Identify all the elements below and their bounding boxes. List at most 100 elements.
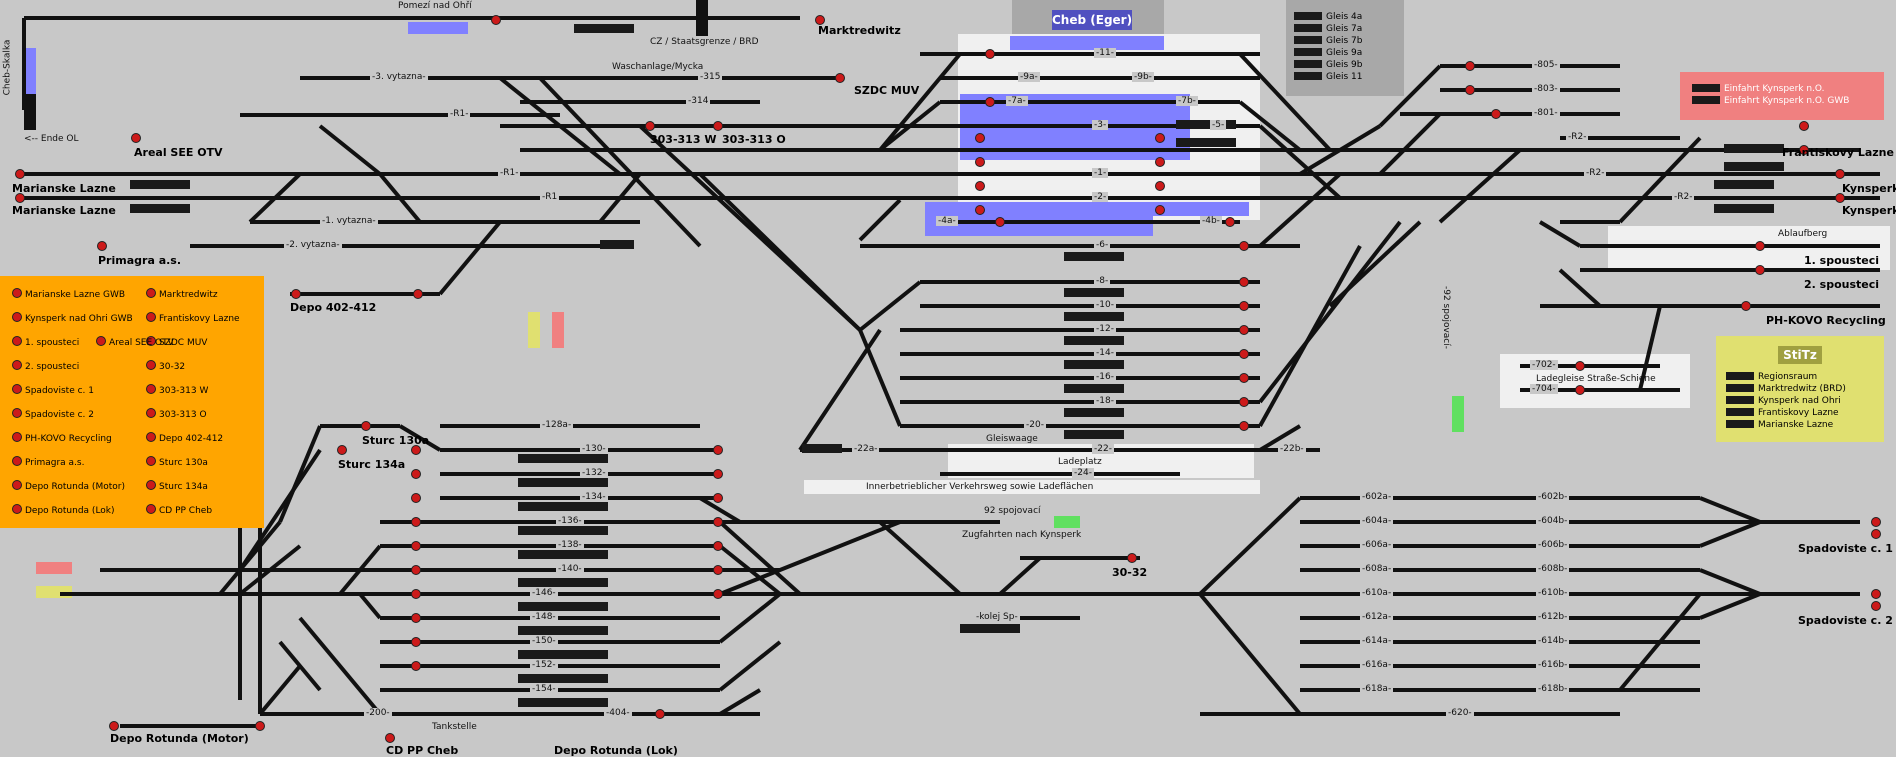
dest-spousteci-1[interactable]: 1. spousteci [1804, 254, 1880, 267]
signal-legend-entry[interactable]: Marianske Lazne GWB [12, 288, 125, 300]
legend-entry[interactable]: Gleis 9b [1294, 60, 1363, 70]
track-label[interactable]: -616a- [1360, 660, 1394, 670]
track-label[interactable]: -2- [1092, 192, 1109, 202]
signal-legend-entry[interactable]: 303-313 W [146, 384, 208, 396]
track-label[interactable]: -602a- [1360, 492, 1394, 502]
legend-entry[interactable]: Kynsperk nad Ohri [1726, 396, 1841, 406]
track-label[interactable]: -10- [1094, 300, 1116, 310]
dest-pomezi[interactable]: Pomezí nad Ohří [398, 1, 472, 11]
track-label[interactable]: -606a- [1360, 540, 1394, 550]
dest-frantiskovy[interactable]: Frantiskovy Lazne [1782, 146, 1894, 159]
track-label[interactable]: -128a- [540, 420, 574, 430]
track-label[interactable]: -3. vytazna- [370, 72, 428, 82]
track-label[interactable]: -kolej Sp- [974, 612, 1020, 622]
signal-legend-entry[interactable]: 1. spousteci [12, 336, 79, 348]
track-label[interactable]: -608b- [1536, 564, 1570, 574]
legend-entry[interactable]: Gleis 7b [1294, 36, 1363, 46]
legend-entry[interactable]: Einfahrt Kynsperk n.O. [1692, 84, 1825, 94]
track-label[interactable]: -24- [1072, 468, 1094, 478]
track-label[interactable]: -4b- [1200, 216, 1222, 226]
track-label[interactable]: -11- [1094, 48, 1116, 58]
track-label[interactable]: -150- [530, 636, 558, 646]
track-label[interactable]: -620- [1446, 708, 1474, 718]
signal-legend-entry[interactable]: Kynsperk nad Ohri GWB [12, 312, 133, 324]
track-label[interactable]: -404- [604, 708, 632, 718]
dest-sturc-130a[interactable]: Sturc 130a [362, 434, 430, 447]
track-label[interactable]: -200- [364, 708, 392, 718]
dest-szdc-muv[interactable]: SZDC MUV [854, 84, 920, 97]
track-label[interactable]: -18- [1094, 396, 1116, 406]
track-label[interactable]: -12- [1094, 324, 1116, 334]
signal-legend-entry[interactable]: Frantiskovy Lazne [146, 312, 240, 324]
track-label[interactable]: -R2- [1672, 192, 1695, 202]
dest-areal[interactable]: Areal SEE OTV [134, 146, 223, 159]
dest-depo402[interactable]: Depo 402-412 [290, 301, 377, 314]
track-label[interactable]: -2. vytazna- [284, 240, 342, 250]
track-label[interactable]: -22b- [1278, 444, 1306, 454]
track-label[interactable]: -6- [1094, 240, 1111, 250]
dest-sturc-134a[interactable]: Sturc 134a [338, 458, 406, 471]
track-label[interactable]: -22- [1092, 444, 1114, 454]
signal-legend-entry[interactable]: Primagra a.s. [12, 456, 84, 468]
signal-legend-entry[interactable]: Areal SEE OTV [96, 336, 174, 348]
track-label[interactable]: -7b- [1176, 96, 1198, 106]
track-label[interactable]: -152- [530, 660, 558, 670]
signal-legend-entry[interactable]: Spadoviste c. 1 [12, 384, 94, 396]
track-label[interactable]: -14- [1094, 348, 1116, 358]
track-label[interactable]: -616b- [1536, 660, 1570, 670]
track-label[interactable]: -315 [698, 72, 723, 82]
signal-legend-entry[interactable]: Depo Rotunda (Motor) [12, 480, 125, 492]
track-label[interactable]: -618a- [1360, 684, 1394, 694]
legend-entry[interactable]: Frantiskovy Lazne [1726, 408, 1839, 418]
signal-legend-entry[interactable]: 303-313 O [146, 408, 207, 420]
signal-legend-entry[interactable]: Spadoviste c. 2 [12, 408, 94, 420]
legend-entry[interactable]: Gleis 9a [1294, 48, 1362, 58]
track-label[interactable]: -140- [556, 564, 584, 574]
legend-entry[interactable]: Gleis 11 [1294, 72, 1363, 82]
legend-entry[interactable]: Gleis 7a [1294, 24, 1362, 34]
dest-cd-pp[interactable]: CD PP Cheb [386, 744, 459, 757]
signal-legend-entry[interactable]: CD PP Cheb [146, 504, 212, 516]
legend-entry[interactable]: Marktredwitz (BRD) [1726, 384, 1846, 394]
track-label[interactable]: -148- [530, 612, 558, 622]
track-label[interactable]: -702- [1530, 360, 1558, 370]
signal-legend-entry[interactable]: PH-KOVO Recycling [12, 432, 112, 444]
track-label[interactable]: -604b- [1536, 516, 1570, 526]
track-label[interactable]: -618b- [1536, 684, 1570, 694]
track-label[interactable]: -612a- [1360, 612, 1394, 622]
track-label[interactable]: -R1- [448, 109, 471, 119]
track-label[interactable]: -314 [686, 96, 711, 106]
dest-depo-motor[interactable]: Depo Rotunda (Motor) [110, 732, 249, 745]
track-label[interactable]: -R2- [1566, 132, 1589, 142]
dest-30-32[interactable]: 30-32 [1112, 566, 1148, 579]
track-label[interactable]: -608a- [1360, 564, 1394, 574]
track-label[interactable]: -20- [1024, 420, 1046, 430]
track-label[interactable]: -8- [1094, 276, 1111, 286]
dest-primagra[interactable]: Primagra a.s. [98, 254, 182, 267]
track-label[interactable]: -9a- [1018, 72, 1040, 82]
signal-legend-entry[interactable]: Depo 402-412 [146, 432, 223, 444]
dest-spadoviste-2[interactable]: Spadoviste c. 2 [1798, 614, 1893, 627]
track-label[interactable]: -612b- [1536, 612, 1570, 622]
track-label[interactable]: -610b- [1536, 588, 1570, 598]
track-label[interactable]: -805- [1532, 60, 1560, 70]
track-label[interactable]: -9b- [1132, 72, 1154, 82]
track-label[interactable]: -16- [1094, 372, 1116, 382]
track-label[interactable]: -138- [556, 540, 584, 550]
track-label[interactable]: -602b- [1536, 492, 1570, 502]
track-label[interactable]: -3- [1092, 120, 1109, 130]
signal-legend-entry[interactable]: 2. spousteci [12, 360, 79, 372]
dest-kynsperk-2[interactable]: Kynsperk [1842, 204, 1896, 217]
track-label[interactable]: -1. vytazna- [320, 216, 378, 226]
dest-depo-lok[interactable]: Depo Rotunda (Lok) [554, 744, 678, 757]
legend-entry[interactable]: Gleis 4a [1294, 12, 1362, 22]
dest-303-w[interactable]: 303-313 W [650, 133, 717, 146]
dest-spadoviste-1[interactable]: Spadoviste c. 1 [1798, 542, 1893, 555]
legend-entry[interactable]: Regionsraum [1726, 372, 1817, 382]
track-label[interactable]: -132- [580, 468, 608, 478]
dest-marianske-1[interactable]: Marianske Lazne [12, 182, 116, 195]
track-label[interactable]: -614b- [1536, 636, 1570, 646]
track-label[interactable]: -606b- [1536, 540, 1570, 550]
track-label[interactable]: -704- [1530, 384, 1558, 394]
legend-entry[interactable]: Marianske Lazne [1726, 420, 1833, 430]
